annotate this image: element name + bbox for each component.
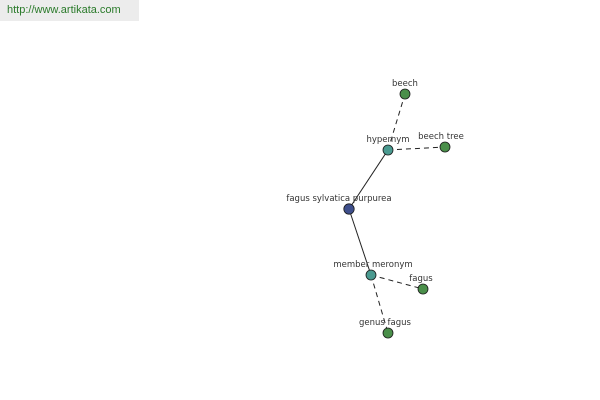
graph-labels: fagus sylvatica purpurea hypernym member m…: [286, 79, 463, 328]
node-beech[interactable]: [399, 88, 411, 100]
edge-hypernym-to-beech: [387, 93, 406, 151]
edge-center-to-member-meronym: [348, 208, 372, 276]
node-beech-tree[interactable]: [439, 141, 451, 153]
graph-nodes: [343, 88, 451, 339]
label-beech[interactable]: beech: [392, 79, 418, 89]
site-url-link[interactable]: http://www.artikata.com: [0, 0, 139, 21]
edge-member-meronym-to-genus-fagus: [370, 274, 389, 334]
node-center[interactable]: [343, 203, 355, 215]
node-genus-fagus[interactable]: [382, 327, 394, 339]
label-center[interactable]: fagus sylvatica purpurea: [286, 194, 391, 204]
node-hypernym[interactable]: [382, 144, 394, 156]
graph-edges: [348, 93, 446, 334]
label-beech-tree[interactable]: beech tree: [418, 132, 464, 142]
label-fagus[interactable]: fagus: [409, 274, 433, 284]
label-member-meronym[interactable]: member meronym: [333, 260, 412, 270]
node-member-meronym[interactable]: [365, 269, 377, 281]
label-genus-fagus[interactable]: genus fagus: [359, 318, 412, 328]
label-hypernym[interactable]: hypernym: [366, 135, 409, 145]
edge-hypernym-to-beech-tree: [387, 146, 446, 151]
node-fagus[interactable]: [417, 283, 429, 295]
edge-center-to-hypernym: [348, 149, 389, 210]
